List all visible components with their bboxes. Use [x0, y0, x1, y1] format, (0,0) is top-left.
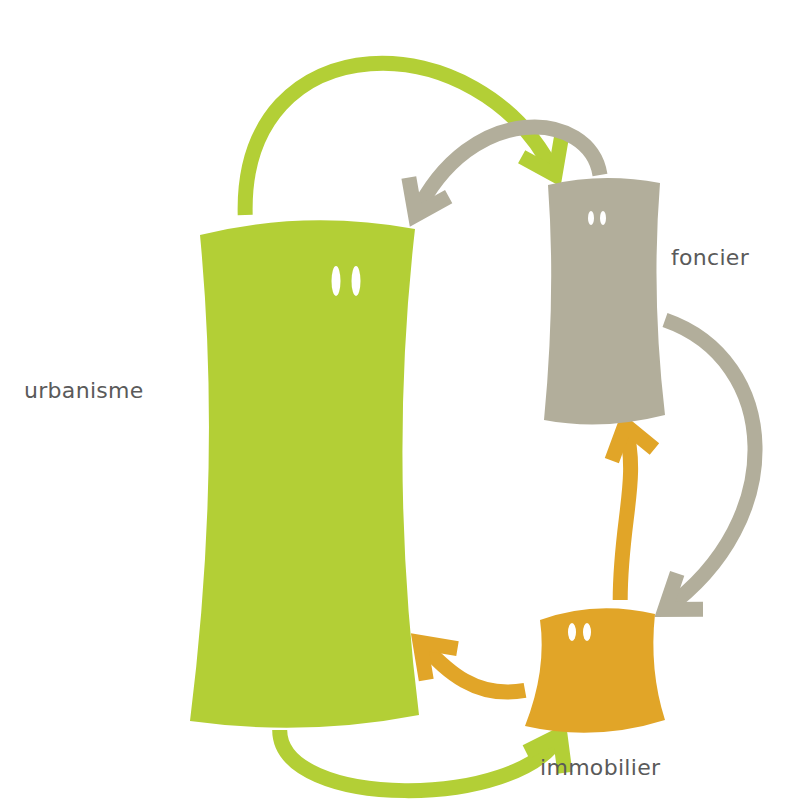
- arrow-line: [245, 63, 555, 215]
- node-label: urbanisme: [24, 378, 144, 403]
- cycle-arrow: [420, 642, 525, 692]
- character-body: [525, 608, 665, 733]
- character-eye: [568, 623, 576, 641]
- character-shape: [190, 215, 420, 730]
- arrow-head: [665, 573, 703, 609]
- arrow-line: [665, 320, 755, 609]
- character-eye: [583, 623, 591, 641]
- character-shape: [525, 600, 665, 735]
- character-shape: [540, 175, 665, 425]
- character-eye: [352, 266, 361, 296]
- arrow-line: [280, 730, 560, 791]
- node-label: immobilier: [540, 755, 660, 780]
- cycle-arrow: [245, 63, 561, 215]
- character-eye: [332, 266, 341, 296]
- character-node: urbanisme: [190, 215, 420, 730]
- character-node: foncier: [540, 175, 665, 425]
- cycle-arrow: [665, 320, 755, 609]
- arrow-head: [409, 178, 449, 215]
- node-label: foncier: [671, 245, 749, 270]
- arrow-head: [522, 138, 562, 175]
- character-eye: [588, 211, 594, 225]
- cycle-arrow: [280, 730, 565, 791]
- character-eye: [600, 211, 606, 225]
- arrow-head: [612, 425, 655, 461]
- arrow-head: [420, 642, 457, 679]
- character-body: [190, 220, 419, 727]
- character-node: immobilier: [525, 600, 665, 735]
- cycle-arrow: [612, 425, 655, 600]
- character-body: [544, 178, 665, 425]
- arrow-line: [420, 642, 525, 692]
